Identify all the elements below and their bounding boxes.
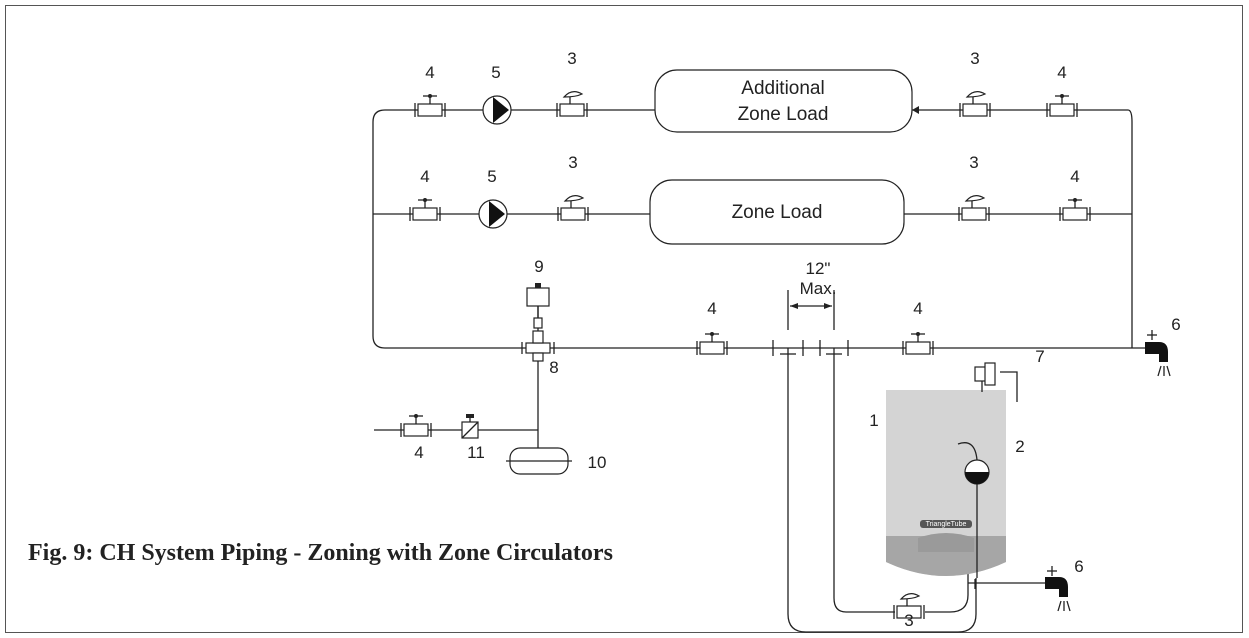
callout-3: 3 <box>970 49 979 68</box>
callout-9: 9 <box>534 257 543 276</box>
backflow-preventer-icon <box>461 414 479 439</box>
additional-zone-load-box <box>654 69 913 133</box>
isolation-valve-icon <box>409 197 441 222</box>
callout-3: 3 <box>567 49 576 68</box>
callout-7: 7 <box>1035 347 1044 366</box>
callout-4: 4 <box>913 299 922 318</box>
callout-4: 4 <box>425 63 434 82</box>
boiler-circulator-icon <box>957 442 990 578</box>
flow-check-valve-icon <box>556 90 588 118</box>
callout-4: 4 <box>1070 167 1079 186</box>
callout-4: 4 <box>420 167 429 186</box>
callout-3: 3 <box>904 611 913 630</box>
flow-check-valve-icon <box>958 194 990 222</box>
relief-valve-icon <box>974 362 996 392</box>
isolation-valve-icon <box>414 93 446 118</box>
figure-frame <box>5 5 1243 633</box>
callout-5: 5 <box>491 63 500 82</box>
flow-check-valve-icon <box>959 90 991 118</box>
drain-valve-icon <box>1145 330 1171 377</box>
dimension-line1: 12" <box>806 259 831 278</box>
boiler-icon <box>886 390 1006 576</box>
callout-1: 1 <box>869 411 878 430</box>
zone-load-box <box>649 179 905 245</box>
callout-8: 8 <box>549 358 558 377</box>
callout-4: 4 <box>707 299 716 318</box>
air-vent-icon <box>526 283 550 329</box>
additional-zone-load-line2: Zone Load <box>738 104 829 125</box>
callout-11: 11 <box>467 443 485 462</box>
dimension-12in-max <box>787 290 835 330</box>
zone-circulator-icon <box>482 95 512 125</box>
callout-3: 3 <box>568 153 577 172</box>
isolation-valve-icon <box>1059 197 1091 222</box>
isolation-valve-icon <box>1046 93 1078 118</box>
callout-6: 6 <box>1171 315 1180 334</box>
zone-circulator-icon <box>478 199 508 229</box>
callout-3: 3 <box>969 153 978 172</box>
callout-4: 4 <box>1057 63 1066 82</box>
fill-isolation-valve-icon <box>400 413 432 438</box>
callout-10: 10 <box>588 453 607 472</box>
callout-2: 2 <box>1015 437 1024 456</box>
additional-zone-load-line1: Additional <box>741 78 824 99</box>
zone-load-label: Zone Load <box>732 202 823 223</box>
callout-6: 6 <box>1074 557 1083 576</box>
air-separator-icon <box>521 330 555 362</box>
boiler-brand-label: TriangleTube <box>926 521 967 528</box>
closely-spaced-tees <box>772 340 849 356</box>
callout-4: 4 <box>414 443 423 462</box>
dimension-line2: Max. <box>800 279 837 298</box>
expansion-tank-icon <box>506 447 572 475</box>
callout-5: 5 <box>487 167 496 186</box>
figure-caption: Fig. 9: CH System Piping - Zoning with Z… <box>28 540 613 566</box>
isolation-valve-icon <box>696 331 728 356</box>
isolation-valve-icon <box>902 331 934 356</box>
flow-check-valve-icon <box>557 194 589 222</box>
drain-valve-icon <box>1045 566 1071 612</box>
